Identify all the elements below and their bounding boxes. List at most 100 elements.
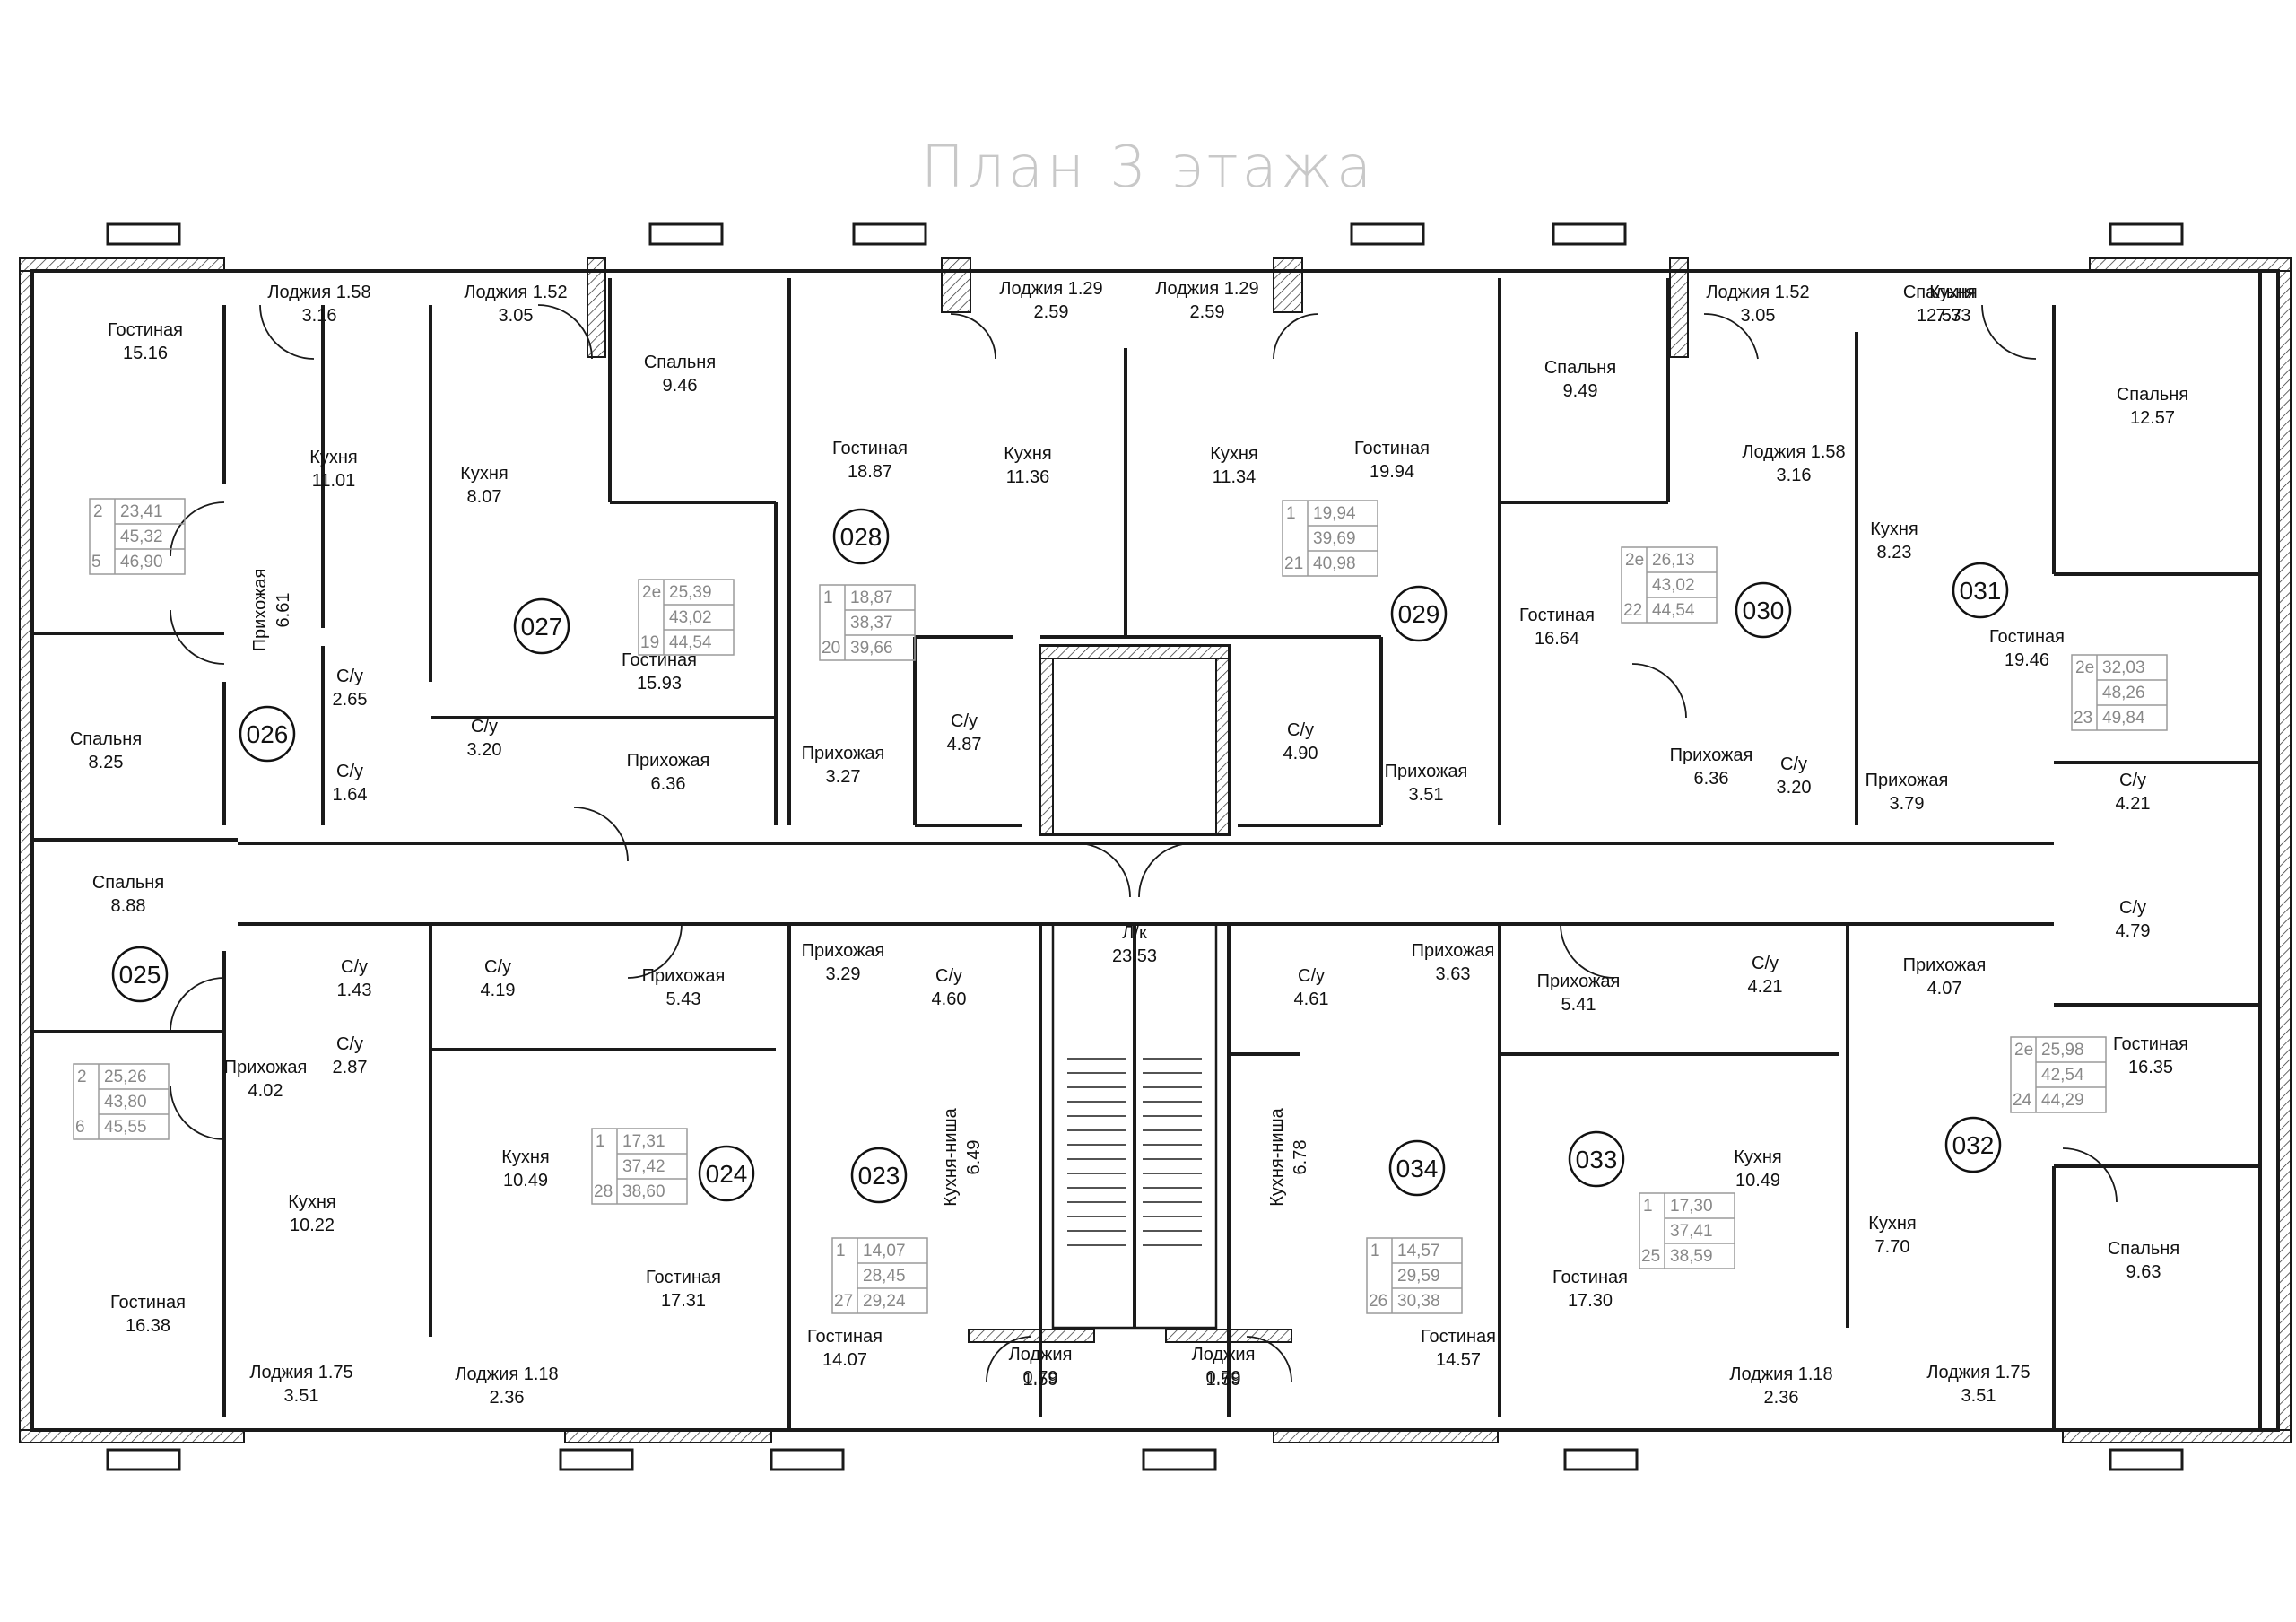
room-name: С/у	[951, 711, 978, 731]
room-label: С/у3.20	[1777, 754, 1812, 798]
room-name: С/у	[2119, 771, 2146, 790]
summary-total-area: 42,54	[2041, 1066, 2084, 1085]
summary-total-area: 43,80	[104, 1093, 147, 1112]
summary-rooms: 2е	[2075, 658, 2094, 677]
summary-living-area: 14,57	[1397, 1242, 1440, 1260]
room-label: Лоджия 1.753.51	[1926, 1363, 2030, 1406]
apartment-number: 028	[840, 523, 883, 551]
apartment-ring	[111, 946, 169, 1003]
apartment-number: 031	[1960, 577, 2002, 605]
room-area: 6.78	[1291, 1140, 1310, 1175]
room-area: 2.36	[1764, 1388, 1799, 1408]
summary-total-area: 37,42	[622, 1157, 665, 1176]
room-name: Лоджия 1.29	[999, 279, 1102, 299]
summary-total-full: 49,84	[2102, 709, 2145, 728]
room-name: С/у	[1298, 966, 1325, 986]
room-area: 8.23	[1877, 543, 1912, 562]
summary-total-full: 40,98	[1313, 554, 1356, 573]
room-label: Л/к23.53	[1112, 923, 1157, 966]
room-area: 2.87	[333, 1058, 368, 1077]
room-label: С/у4.60	[932, 966, 967, 1009]
room-area: 3.79	[1890, 794, 1925, 814]
summary-rooms: 1	[823, 589, 833, 607]
room-area: 17.31	[661, 1291, 706, 1311]
summary-total-area: 48,26	[2102, 684, 2145, 702]
summary-box	[1639, 1192, 1735, 1269]
room-name: Гостиная	[807, 1327, 883, 1347]
room-area: 3.63	[1436, 964, 1471, 984]
summary-index: 6	[75, 1118, 85, 1137]
summary-index: 23	[2074, 709, 2092, 728]
room-name: Лоджия 1.18	[455, 1365, 558, 1384]
summary-living-area: 17,31	[622, 1132, 665, 1151]
summary-living-area: 17,30	[1670, 1197, 1713, 1216]
room-name: Гостиная	[832, 439, 908, 458]
room-area: 6.49	[964, 1140, 984, 1175]
room-area: 4.87	[947, 735, 982, 754]
windows	[106, 222, 2184, 1471]
apartment-ring	[832, 508, 890, 565]
room-label: 1.59	[1023, 1370, 1058, 1390]
room-name: С/у	[341, 957, 368, 977]
room-name: Спальня	[92, 873, 164, 893]
summary-total-area: 39,69	[1313, 529, 1356, 548]
room-label: С/у 1.43	[337, 957, 372, 1000]
room-area: 3.51	[284, 1386, 319, 1406]
summary-total-full: 45,55	[104, 1118, 147, 1137]
room-area: 11.34	[1213, 467, 1257, 487]
room-area: 19.94	[1370, 462, 1414, 482]
apartment-ring	[513, 597, 570, 655]
room-name: Гостиная	[1989, 627, 2065, 647]
summary-rooms: 1	[1286, 504, 1296, 523]
apartment-number: 034	[1396, 1155, 1439, 1182]
summary-index: 20	[822, 639, 840, 658]
summary-index: 28	[594, 1182, 613, 1201]
room-label: С/у4.21	[2116, 771, 2151, 814]
room-area: 14.07	[822, 1350, 867, 1370]
room-label: С/у1.64	[333, 762, 368, 805]
summary-living-area: 25,26	[104, 1068, 147, 1086]
room-area: 12.57	[2130, 408, 2175, 428]
room-area: 3.05	[499, 306, 534, 326]
summary-living-area: 32,03	[2102, 658, 2145, 677]
apartment-number: 032	[1952, 1131, 1995, 1159]
room-area: 5.43	[666, 990, 701, 1009]
room-name: Кухня	[309, 448, 358, 467]
apartment-number: 025	[119, 961, 161, 989]
room-area: 11.01	[312, 471, 356, 491]
apartment-summary: 2е 32,03 48,26 23 49,84	[2071, 654, 2168, 731]
room-name: Кухня	[1210, 444, 1258, 464]
room-area: 2.36	[490, 1388, 525, 1408]
room-name: С/у	[1752, 954, 1779, 973]
summary-box	[819, 584, 916, 661]
summary-box	[2010, 1036, 2107, 1113]
room-area: 6.36	[651, 774, 686, 794]
room-area: 1.43	[337, 981, 372, 1000]
room-area: 5.41	[1561, 995, 1596, 1015]
summary-total-area: 37,41	[1670, 1222, 1713, 1241]
summary-total-full: 38,60	[622, 1182, 665, 1201]
room-area: 4.61	[1294, 990, 1329, 1009]
room-name: Спальня	[70, 729, 142, 749]
summary-total-area: 28,45	[863, 1267, 906, 1286]
room-label: 1.59	[1206, 1370, 1241, 1390]
room-area: 2.59	[1190, 302, 1225, 322]
